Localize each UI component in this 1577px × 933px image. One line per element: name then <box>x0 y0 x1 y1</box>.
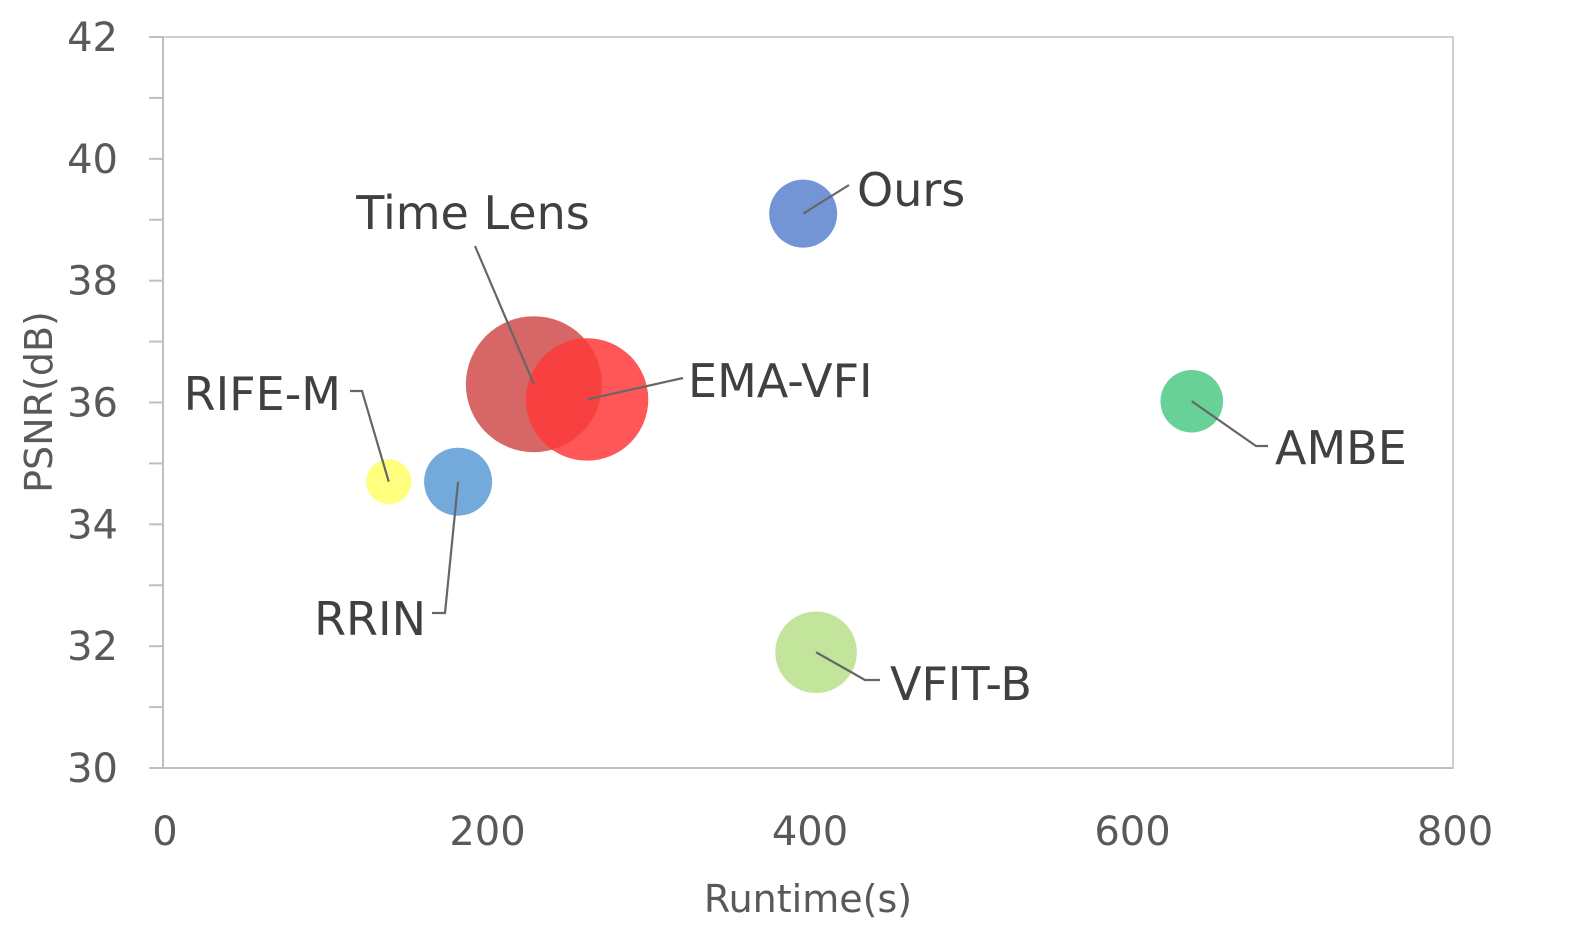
x-tick-label: 200 <box>449 809 525 855</box>
bubble-series <box>366 179 1224 694</box>
y-axis-title: PSNR(dB) <box>17 311 61 493</box>
leader-line <box>1191 400 1268 448</box>
x-tick-label: 0 <box>152 809 177 855</box>
x-axis-ticks: 0 200 400 600 800 <box>152 809 1493 855</box>
data-label: AMBE <box>1275 421 1407 475</box>
data-label: EMA-VFI <box>688 354 873 408</box>
leader-line <box>432 481 460 615</box>
label-leader-lines <box>350 184 1268 682</box>
y-tick-label: 40 <box>67 137 118 183</box>
leader-line <box>586 376 684 401</box>
data-label: VFIT-B <box>890 657 1032 711</box>
y-tick-label: 42 <box>67 15 118 61</box>
x-tick-label: 800 <box>1417 809 1493 855</box>
x-tick-label: 600 <box>1094 809 1170 855</box>
data-label: RRIN <box>314 592 426 646</box>
leader-line <box>350 389 390 483</box>
y-tick-label: 36 <box>67 381 118 427</box>
leader-line <box>815 651 880 682</box>
x-axis-title: Runtime(s) <box>704 877 912 921</box>
bubble <box>424 447 493 516</box>
x-tick-label: 400 <box>772 809 848 855</box>
y-tick-label: 30 <box>67 746 118 792</box>
leader-line <box>473 245 535 385</box>
y-axis-ticks: 30 32 34 36 38 40 42 <box>67 15 163 792</box>
leader-line <box>802 184 850 215</box>
y-tick-label: 32 <box>67 624 118 670</box>
y-tick-label: 38 <box>67 259 118 305</box>
data-label: RIFE-M <box>184 367 341 421</box>
y-tick-label: 34 <box>67 502 118 548</box>
data-label: Time Lens <box>355 186 589 240</box>
data-label: Ours <box>857 163 965 217</box>
